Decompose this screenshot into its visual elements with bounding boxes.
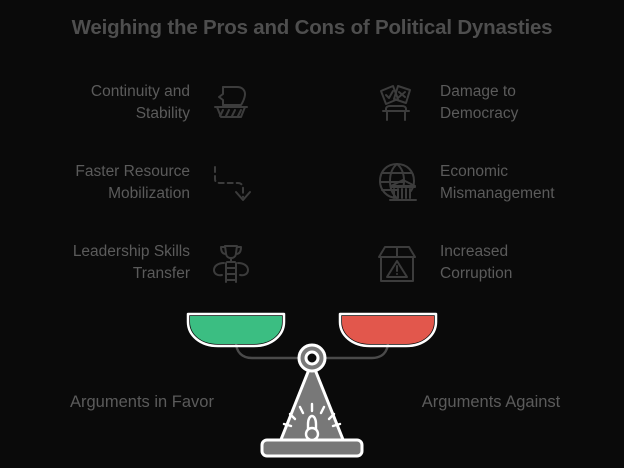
con-item-label: Increased Corruption	[440, 243, 513, 282]
trophy-ladder-icon	[200, 232, 262, 294]
scale-pan-against	[338, 312, 438, 348]
pro-item-leadership-transfer: Leadership Skills Transfer	[22, 232, 262, 294]
scale-pan-favor	[186, 312, 286, 348]
scale-stand	[260, 343, 364, 458]
ballot-box-icon	[366, 72, 428, 134]
dashed-arrow-icon	[200, 152, 262, 214]
pro-item-continuity: Continuity and Stability	[22, 72, 262, 134]
page-title: Weighing the Pros and Cons of Political …	[71, 16, 553, 39]
box-warning-icon	[366, 232, 428, 294]
con-item-increased-corruption: Increased Corruption	[366, 232, 616, 294]
balance-scale	[0, 300, 624, 468]
pro-item-label: Leadership Skills Transfer	[72, 243, 190, 282]
con-item-label: Damage to Democracy	[440, 83, 519, 122]
pro-item-label: Faster Resource Mobilization	[75, 163, 190, 202]
scale-label-favor: Arguments in Favor	[70, 393, 214, 411]
pro-item-label: Continuity and Stability	[90, 83, 190, 122]
scale-label-against: Arguments Against	[421, 393, 561, 411]
con-item-economic-mismanagement: Economic Mismanagement	[366, 152, 616, 214]
con-item-damage-to-democracy: Damage to Democracy	[366, 72, 616, 134]
con-item-label: Economic Mismanagement	[440, 163, 555, 202]
globe-bank-icon	[366, 152, 428, 214]
pro-item-resource-mobilization: Faster Resource Mobilization	[22, 152, 262, 214]
sailboat-icon	[200, 72, 262, 134]
